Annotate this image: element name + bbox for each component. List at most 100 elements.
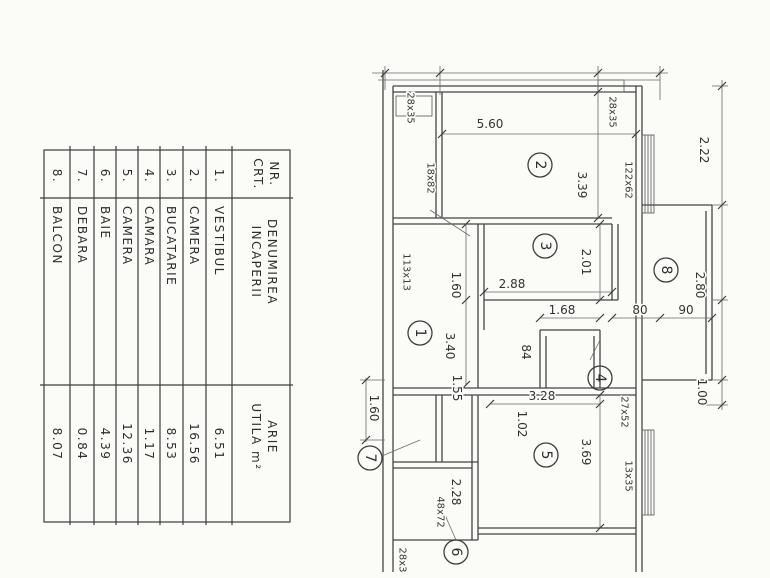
- room-marker-number: 8: [658, 266, 674, 275]
- opening-size-label: 28x35: [607, 96, 618, 127]
- room-area: 12.36: [120, 423, 134, 465]
- opening-size-label: 27x52: [619, 396, 630, 427]
- header-area-line1: ARIE: [265, 420, 279, 454]
- dimension-label: 1.02: [515, 411, 529, 438]
- dimension-tick: [593, 87, 603, 97]
- dimension-tick: [380, 68, 390, 78]
- dimension-tick: [437, 129, 447, 139]
- dimension-tick: [593, 68, 603, 78]
- room-marker-number: 2: [532, 161, 548, 170]
- dimension-tick: [717, 200, 727, 210]
- room-marker-circle: [587, 365, 613, 391]
- dimension-tick: [595, 399, 605, 409]
- dimension-tick: [607, 287, 617, 297]
- dimension-tick: [607, 313, 617, 323]
- dimension-label: 2.01: [579, 249, 593, 276]
- dimension-tick: [595, 313, 605, 323]
- opening-size-label: 122x62: [623, 161, 634, 199]
- room-name: CAMARA: [142, 206, 156, 266]
- dimension-tick: [593, 213, 603, 223]
- row-number: 2.: [187, 169, 201, 183]
- dimension-tick: [461, 219, 471, 229]
- dimension-label: 2.88: [499, 277, 526, 291]
- opening-size-label: 48x72: [435, 496, 446, 527]
- room-area: 1.17: [142, 428, 156, 461]
- dimension-tick: [361, 435, 371, 445]
- dimension-label: 2.28: [449, 479, 463, 506]
- dimension-tick: [461, 380, 471, 390]
- room-marker-number: 1: [412, 329, 428, 338]
- row-number: 5.: [120, 169, 134, 183]
- room-marker-circle: [527, 152, 553, 178]
- header-nr-line1: NR.: [267, 161, 281, 186]
- row-number: 4.: [142, 169, 156, 183]
- dimension-tick: [595, 390, 605, 400]
- room-marker-number: 4: [592, 374, 608, 383]
- room-area: 8.07: [50, 428, 64, 461]
- dimension-label: 1.68: [549, 303, 576, 317]
- room-name: CAMERA: [120, 206, 134, 266]
- room-marker-number: 6: [448, 548, 464, 557]
- dimension-tick: [707, 313, 717, 323]
- opening-size-label: 18x82: [425, 162, 436, 193]
- dimension-tick: [717, 375, 727, 385]
- window-opening: [395, 95, 433, 117]
- room-name: BALCON: [50, 206, 64, 265]
- dimension-label: 2.80: [693, 272, 707, 299]
- dimension-label: 1.55: [450, 375, 464, 402]
- dimension-tick: [717, 81, 727, 91]
- dimension-tick: [595, 295, 605, 305]
- header-name-line2: INCAPERII: [249, 226, 263, 299]
- room-name: DEBARA: [75, 206, 89, 264]
- opening-size-label: 13x35: [623, 460, 634, 491]
- room-area: 8.53: [164, 428, 178, 461]
- room-name: BAIE: [98, 206, 112, 240]
- dimension-label: 1.00: [695, 379, 709, 406]
- room-name: BUCATARIE: [164, 206, 178, 286]
- dimension-tick: [717, 295, 727, 305]
- dimension-label: 80: [632, 303, 647, 317]
- row-number: 1.: [212, 169, 226, 183]
- row-number: 3.: [164, 169, 178, 183]
- room-area: 4.39: [98, 428, 112, 461]
- dimension-tick: [595, 219, 605, 229]
- dimension-label: 1.60: [449, 272, 463, 299]
- dimension-label: 3.69: [579, 439, 593, 466]
- row-number: 6.: [98, 169, 112, 183]
- room-area: 16.56: [187, 423, 201, 465]
- dimension-tick: [461, 295, 471, 305]
- room-area: 0.84: [75, 428, 89, 461]
- dimension-tick: [717, 400, 727, 410]
- dimension-label: 5.60: [477, 117, 504, 131]
- header-name-line1: DENUMIREA: [265, 219, 279, 305]
- leader-line: [444, 514, 457, 541]
- dimension-tick: [631, 129, 641, 139]
- dimension-label: 1.60: [367, 395, 381, 422]
- row-number: 7.: [75, 169, 89, 183]
- dimension-label: 84: [519, 344, 533, 359]
- room-area: 6.51: [212, 428, 226, 461]
- dimension-tick: [485, 399, 495, 409]
- plan-walls: [381, 70, 713, 572]
- dimension-tick: [435, 68, 445, 78]
- room-marker-circle: [532, 233, 558, 259]
- opening-size-label: 113x13: [401, 253, 412, 291]
- opening-size-label: 28x35: [405, 92, 416, 123]
- dimension-tick: [655, 68, 665, 78]
- leader-line: [381, 439, 421, 457]
- header-area-line2: UTILA m²: [249, 403, 263, 470]
- room-name: VESTIBUL: [212, 206, 226, 276]
- room-marker-circle: [533, 442, 559, 468]
- header-nr-line2: CRT.: [251, 158, 265, 190]
- row-number: 8.: [50, 169, 64, 183]
- dimension-label: 3.28: [529, 389, 556, 403]
- leader-line: [429, 209, 471, 237]
- room-name: CAMERA: [187, 206, 201, 266]
- dimension-tick: [535, 313, 545, 323]
- room-marker-number: 5: [538, 451, 554, 460]
- room-marker-number: 7: [362, 454, 378, 463]
- dimension-label: 2.22: [697, 137, 711, 164]
- dimension-tick: [479, 287, 489, 297]
